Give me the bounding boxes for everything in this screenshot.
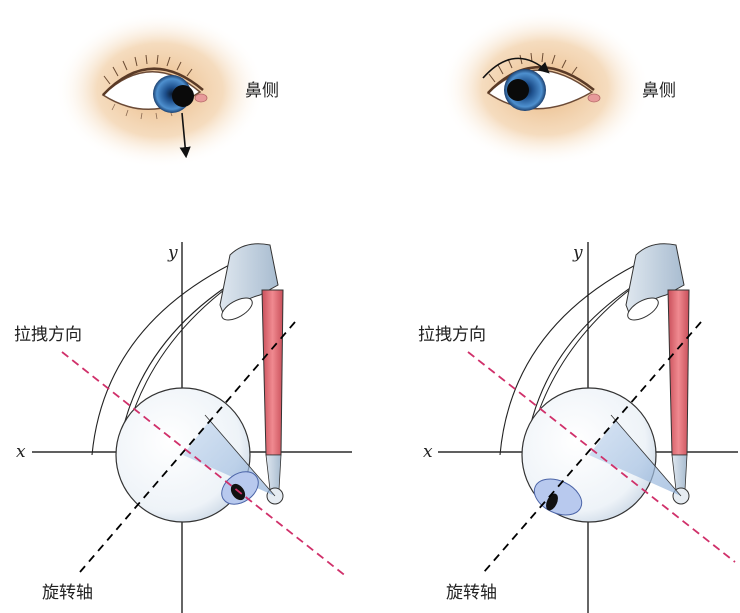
pupil xyxy=(172,85,194,107)
muscle-tendon xyxy=(671,454,688,491)
panel-left: 鼻侧 y x xyxy=(14,12,352,613)
downward-arrow-icon xyxy=(179,112,191,159)
pupil-side xyxy=(546,493,558,511)
pull-direction-line xyxy=(61,351,348,578)
panel-right: 鼻侧 y x 拉拽方向 旋转轴 xyxy=(418,10,738,613)
y-axis-label: y xyxy=(167,243,178,263)
frontal-eye-view-right: 鼻侧 xyxy=(440,10,676,166)
x-axis-label: x xyxy=(423,442,433,462)
pull-direction-label: 拉拽方向 xyxy=(418,325,486,345)
rotation-axis-label: 旋转轴 xyxy=(42,583,93,603)
trochlea-opening xyxy=(221,297,253,321)
upper-eyelid xyxy=(102,67,204,96)
superior-oblique-muscle xyxy=(261,289,284,456)
trochlea-opening xyxy=(627,297,659,321)
side-diagram-right: y x 拉拽方向 旋转轴 xyxy=(418,242,738,613)
tendon-line xyxy=(610,414,682,497)
side-diagram-left: y x 拉拽方向 旋转轴 xyxy=(14,242,352,613)
eyelashes-lower xyxy=(111,103,173,120)
superior-oblique-muscle xyxy=(667,289,690,456)
nasal-label: 鼻侧 xyxy=(245,81,279,101)
eyelashes-upper xyxy=(488,52,578,83)
y-axis-label: y xyxy=(572,243,583,263)
pull-direction-line xyxy=(467,351,736,563)
eyelashes-upper xyxy=(103,54,193,85)
caruncle xyxy=(587,93,601,103)
pull-direction-label: 拉拽方向 xyxy=(14,325,82,345)
muscle-tendon xyxy=(265,454,282,491)
rotation-arrow-icon xyxy=(482,57,550,79)
tendon-line xyxy=(204,414,276,497)
caruncle xyxy=(194,93,208,103)
tendon-fan xyxy=(589,420,681,496)
frontal-eye-view-left: 鼻侧 xyxy=(55,12,279,168)
pupil xyxy=(507,79,529,101)
rotation-axis-label: 旋转轴 xyxy=(446,583,497,603)
x-axis-label: x xyxy=(16,442,26,462)
nasal-label: 鼻侧 xyxy=(642,81,676,101)
